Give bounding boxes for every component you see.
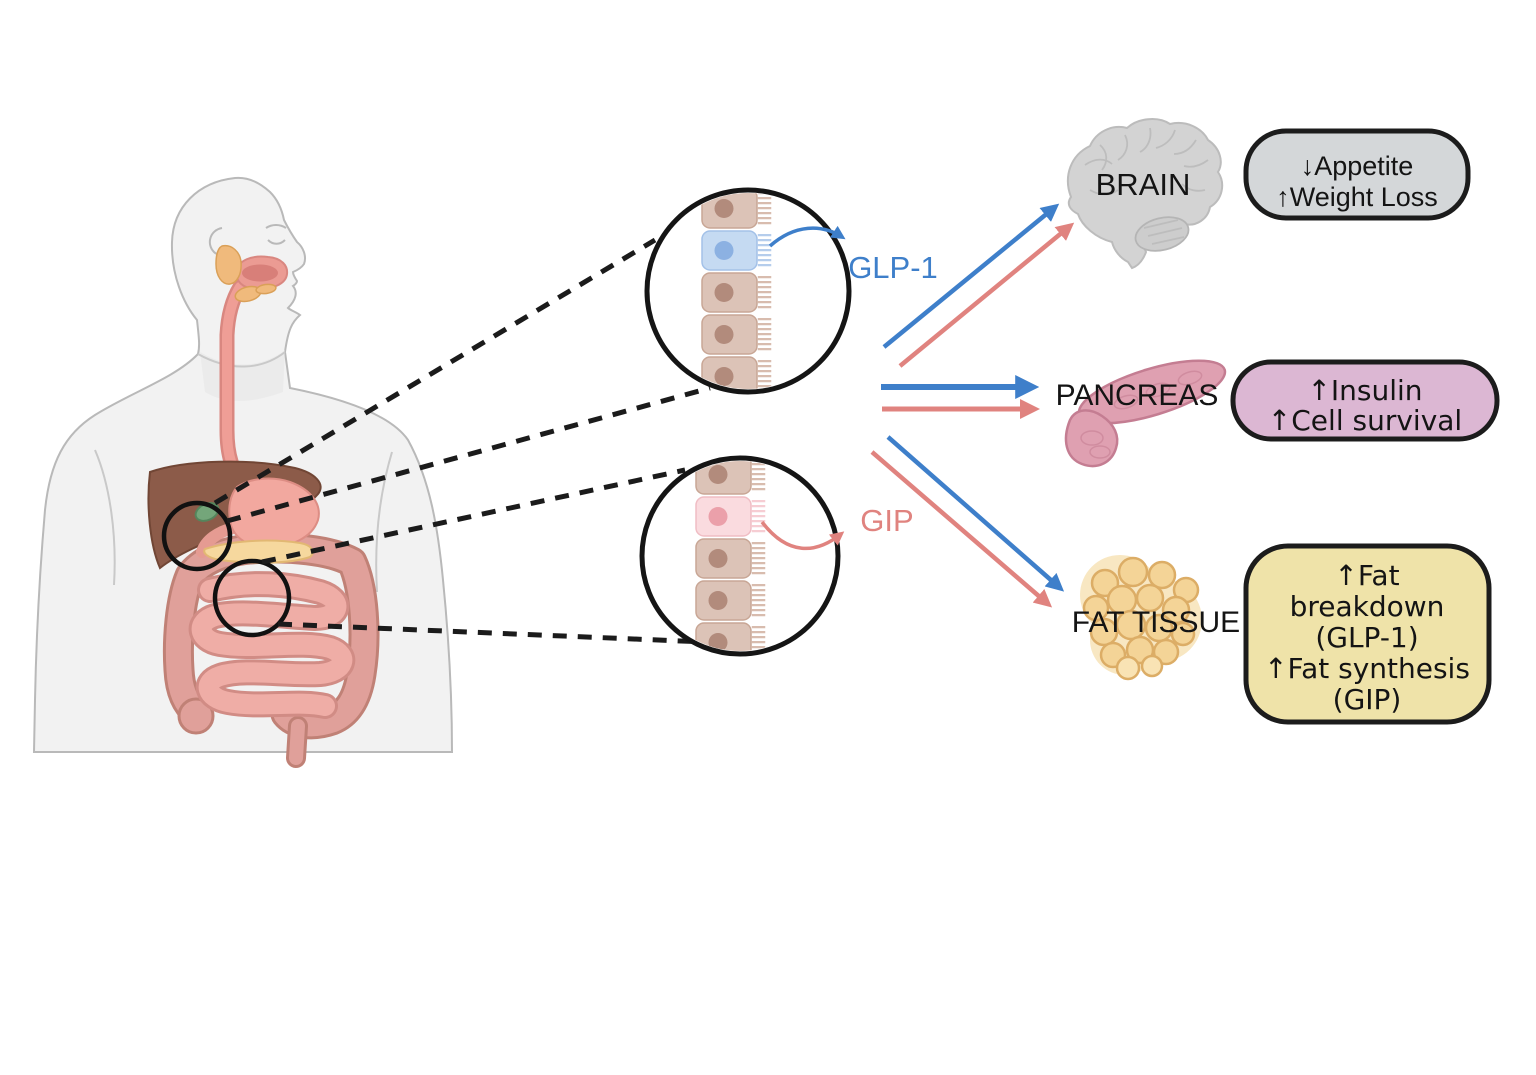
- gip-to-fat-arrow: [870, 450, 1053, 608]
- brain-label: BRAIN: [1096, 167, 1191, 202]
- effect-box-pancreas-bg: [1230, 359, 1500, 442]
- mouth-and-salivary-glands: [215, 244, 289, 303]
- effect-box-brain-bg: [1243, 128, 1471, 221]
- pancreas-label: PANCREAS: [1056, 379, 1219, 412]
- adipocytes: [1082, 556, 1200, 681]
- human-body-illustration: [32, 176, 454, 768]
- gip-secretion-arrow: [760, 520, 845, 551]
- inset-epithelium-gip: GIP: [639, 455, 914, 657]
- pancreas-effect-line-2: ↑Cell survival: [1268, 404, 1462, 437]
- sublingual-gland: [255, 283, 277, 295]
- pancreas-illustration: PANCREAS: [1056, 359, 1227, 468]
- fat-effect-line-3: (GLP-1): [1315, 621, 1418, 654]
- k-cell-nucleus: [708, 507, 728, 526]
- effect-box-fat-bg: [1243, 543, 1492, 725]
- pancreas-in-body: [203, 539, 314, 564]
- closed-eye: [267, 239, 286, 245]
- glp1-secretion-arrow: [768, 225, 846, 248]
- glp1-to-brain-arrow: [882, 203, 1060, 349]
- cerebellum: [1134, 216, 1190, 252]
- abdominal-organs: [147, 460, 380, 768]
- brain-illustration: BRAIN: [1066, 118, 1224, 270]
- zoom-region-circle-duodenum: [161, 500, 233, 572]
- gip-label: GIP: [860, 503, 913, 538]
- fat-effect-line-1: ↑Fat: [1334, 559, 1399, 592]
- pancreas-texture: [1080, 370, 1203, 459]
- dashed-line-4: [277, 621, 706, 645]
- fat-effect-line-4: ↑Fat synthesis: [1264, 652, 1470, 685]
- fat-effect-line-5: (GIP): [1333, 683, 1402, 716]
- cell-nuclei: [714, 199, 734, 386]
- fat-tissue-label: FAT TISSUE: [1072, 606, 1240, 639]
- tongue: [242, 264, 278, 282]
- brain-effect-line-1: ↓Appetite: [1301, 151, 1414, 181]
- eyebrow: [265, 224, 287, 229]
- dashed-line-2: [226, 385, 711, 524]
- fat-tissue-illustration: FAT TISSUE: [1072, 555, 1240, 681]
- small-intestine: [188, 571, 356, 719]
- inset-epithelium-glp1: GLP-1: [644, 187, 938, 395]
- glp1-label: GLP-1: [848, 250, 938, 285]
- brain-effect-line-2: ↑Weight Loss: [1276, 182, 1438, 212]
- dashed-line-1: [213, 237, 657, 506]
- fat-effect-line-2: breakdown: [1290, 590, 1445, 623]
- l-cell-nucleus: [714, 241, 734, 260]
- body-crease-lines: [94, 351, 393, 593]
- glp1-to-fat-arrow: [886, 435, 1065, 592]
- effect-box-brain: ↓Appetite ↑Weight Loss: [1243, 128, 1471, 221]
- brain-gyri-lines: [1084, 127, 1209, 245]
- effect-box-fat-tissue: ↑Fat breakdown (GLP-1) ↑Fat synthesis (G…: [1243, 543, 1492, 725]
- parotid-gland: [215, 244, 242, 285]
- gip-to-brain-arrow: [898, 222, 1075, 368]
- callout-dashed-lines: [213, 237, 711, 645]
- zoom-region-circle-ileum: [212, 558, 292, 638]
- pancreas-head: [1064, 409, 1119, 468]
- hormone-action-arrows: [870, 203, 1075, 608]
- pancreas-effect-line-1: ↑Insulin: [1307, 374, 1422, 407]
- dashed-line-3: [261, 467, 686, 565]
- cell-nuclei: [708, 465, 728, 651]
- effect-box-pancreas: ↑Insulin ↑Cell survival: [1230, 359, 1500, 442]
